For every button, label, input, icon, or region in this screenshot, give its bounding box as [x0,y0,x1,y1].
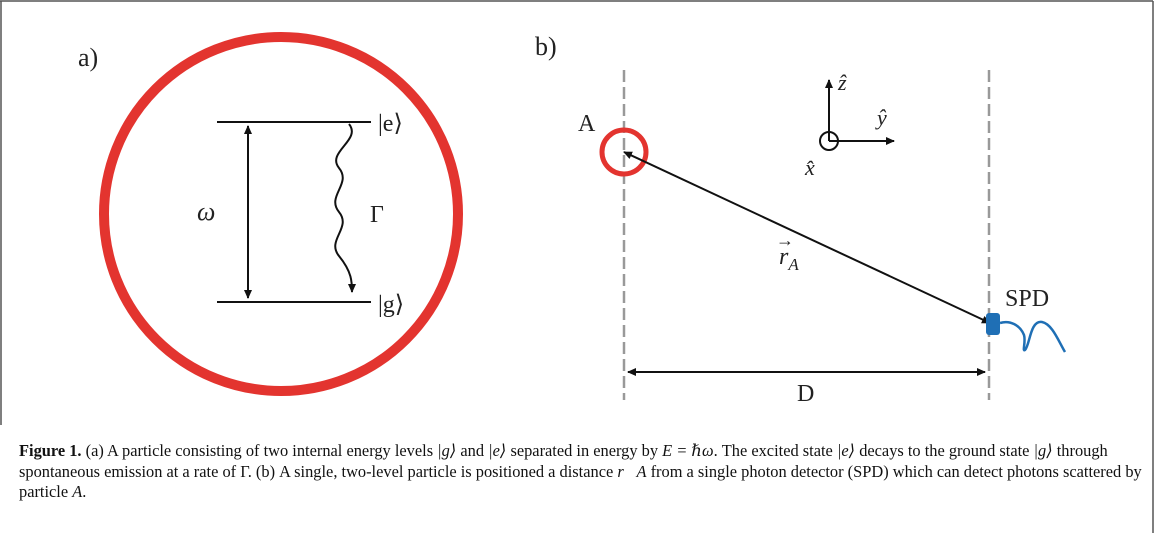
figure-caption: Figure 1. (a) A particle consisting of t… [19,441,1154,503]
caption-energy-equation: E = ℏω [662,441,714,460]
caption-text-4: . The excited state [713,441,837,460]
detector-body-icon [986,313,1000,335]
caption-ground-state-1: |g⟩ [437,441,457,460]
particle-a-label: A [578,111,596,137]
excited-state-label: |e⟩ [378,111,403,137]
panel-a-label: a) [78,43,98,72]
frequency-symbol: ω [197,197,215,226]
caption-text-3: separated in energy by [506,441,663,460]
caption-text-2: and [456,441,489,460]
coordinate-axes: ẑ ŷ x̂ [804,70,895,180]
distance-label: D [797,381,814,407]
caption-ground-state-2: |g⟩ [1033,441,1053,460]
caption-text-7: . (b) A single, two-level particle is po… [247,461,618,481]
ground-state-label: |g⟩ [378,292,404,318]
panel-a: a) |e⟩ |g⟩ ω Γ [78,32,463,396]
x-axis-out-of-page-icon [819,131,839,151]
position-vector-label: rA [779,244,799,274]
figure-label: Figure 1. [19,441,82,460]
caption-text-5: decays to the ground state [855,441,1034,460]
caption-text-8: from a single photon detector (SPD) whic… [19,461,1142,502]
panel-b-label: b) [535,32,557,61]
caption-particle-name: A [72,482,83,501]
caption-excited-state-2: |e⟩ [836,441,856,460]
caption-excited-state-1: |e⟩ [488,441,507,460]
vector-overarrow: → [776,230,794,250]
x-axis-label: x̂ [804,155,815,180]
panel-b: b) A rA → ẑ ŷ x̂ SPD D [535,32,1067,407]
position-vector-arrow [623,151,991,324]
caption-text-6: through spontaneous emission at a rate o… [19,441,1108,481]
detector-fiber-cable [999,320,1067,353]
decay-wave-arrow [334,123,356,293]
caption-text-9: . [82,482,87,501]
y-axis-label: ŷ [875,105,887,130]
caption-text-1: (a) A particle consisting of two interna… [81,441,438,460]
caption-gamma: Γ [240,461,248,481]
caption-position-vector: r⃗A [617,461,647,481]
energy-level-circle [99,32,463,396]
z-axis-label: ẑ [837,70,847,95]
detector-label: SPD [1005,286,1049,312]
decay-rate-symbol: Γ [370,202,384,228]
